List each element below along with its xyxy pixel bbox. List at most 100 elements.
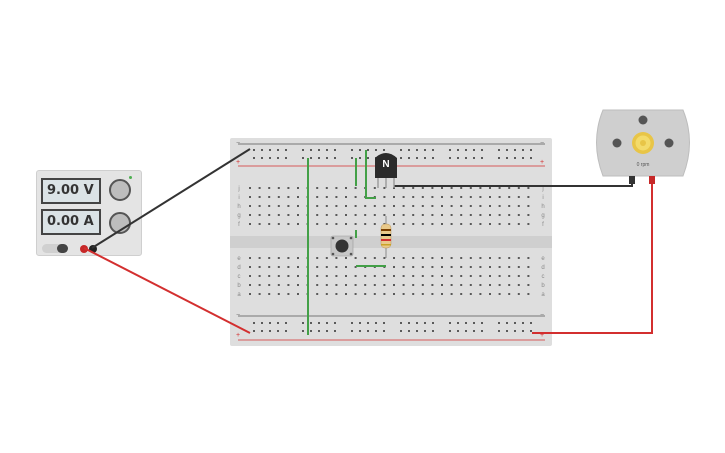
breadboard-hole: [489, 266, 491, 268]
breadboard-hole: [393, 257, 395, 259]
breadboard-hole: [441, 223, 443, 225]
breadboard-hole: [517, 205, 520, 207]
breadboard-hole: [316, 266, 319, 268]
breadboard-hole: [258, 293, 261, 295]
push-button: [330, 235, 354, 257]
row-letter: e: [237, 256, 241, 262]
breadboard-hole: [310, 149, 312, 151]
rail-plus-sign-top-right: +: [540, 159, 545, 166]
breadboard-hole: [326, 157, 328, 159]
breadboard-hole: [351, 149, 353, 151]
breadboard-hole: [318, 330, 320, 332]
breadboard-hole: [498, 293, 501, 295]
breadboard-hole: [431, 293, 434, 295]
breadboard-hole: [527, 293, 530, 295]
motor-gear-icon: [632, 132, 654, 154]
breadboard-hole: [469, 223, 472, 225]
breadboard-hole: [373, 187, 376, 189]
breadboard-hole: [473, 330, 475, 332]
breadboard-hole: [522, 157, 524, 159]
breadboard-hole: [285, 157, 287, 159]
breadboard-hole: [258, 266, 261, 268]
breadboard-hole: [460, 214, 463, 216]
breadboard-hole: [421, 223, 424, 225]
breadboard-hole: [402, 266, 405, 268]
breadboard-hole: [354, 266, 357, 268]
breadboard-hole: [402, 196, 405, 198]
breadboard-hole: [416, 157, 418, 159]
breadboard-hole: [424, 330, 426, 332]
row-letter: c: [542, 274, 545, 280]
breadboard-hole: [253, 149, 255, 151]
breadboard-hole: [469, 205, 472, 207]
breadboard-hole: [354, 293, 357, 295]
negative-terminal[interactable]: [89, 245, 97, 253]
breadboard-hole: [310, 330, 312, 332]
breadboard-hole: [345, 205, 347, 207]
breadboard-hole: [527, 284, 530, 286]
breadboard-hole: [367, 330, 369, 332]
row-letter: h: [541, 204, 544, 210]
breadboard-hole: [383, 275, 386, 277]
breadboard-hole: [287, 293, 290, 295]
breadboard-hole: [508, 293, 511, 295]
breadboard-hole: [287, 284, 290, 286]
breadboard-hole: [258, 214, 261, 216]
breadboard-hole: [408, 330, 410, 332]
power-switch[interactable]: [42, 244, 68, 253]
breadboard-hole: [268, 223, 271, 225]
breadboard-hole: [450, 205, 453, 207]
green-wire-transistor-base: [365, 150, 376, 199]
breadboard-hole: [402, 284, 405, 286]
breadboard-hole: [508, 257, 511, 259]
breadboard-hole: [479, 187, 482, 189]
breadboard-hole: [269, 322, 271, 324]
breadboard-hole: [498, 223, 501, 225]
breadboard-hole: [249, 196, 251, 198]
breadboard-hole: [334, 157, 336, 159]
voltage-display: 9.00 V: [41, 178, 101, 204]
breadboard-hole: [383, 214, 386, 216]
breadboard-hole: [498, 330, 500, 332]
breadboard-hole: [450, 196, 453, 198]
breadboard-hole: [481, 322, 483, 324]
breadboard-hole: [316, 196, 319, 198]
breadboard-hole: [335, 275, 338, 277]
breadboard-hole: [375, 330, 377, 332]
breadboard-hole: [277, 149, 279, 151]
breadboard-hole: [431, 214, 434, 216]
breadboard-hole: [277, 223, 280, 225]
breadboard-hole: [527, 214, 530, 216]
breadboard-hole: [316, 257, 319, 259]
breadboard-hole: [479, 266, 482, 268]
breadboard-hole: [258, 187, 261, 189]
breadboard-hole: [450, 187, 453, 189]
motor-speed-label: 0 rpm: [636, 162, 650, 168]
breadboard-hole: [489, 214, 491, 216]
power-supply[interactable]: 9.00 V 0.00 A: [36, 170, 142, 256]
breadboard-hole: [527, 257, 530, 259]
voltage-knob[interactable]: [109, 179, 131, 201]
motor-panel[interactable]: 0 rpm: [597, 108, 689, 176]
breadboard-hole: [335, 214, 338, 216]
breadboard-hole: [318, 157, 320, 159]
breadboard-hole: [457, 330, 459, 332]
breadboard-hole: [421, 205, 424, 207]
breadboard-hole: [258, 223, 261, 225]
breadboard-hole: [249, 257, 251, 259]
breadboard-hole: [400, 322, 402, 324]
breadboard-hole: [450, 293, 453, 295]
breadboard-hole: [449, 149, 451, 151]
breadboard-hole: [412, 214, 415, 216]
rail-minus-sign-bottom-right: −: [540, 312, 545, 319]
breadboard-hole: [373, 284, 376, 286]
breadboard-hole: [345, 223, 347, 225]
current-knob[interactable]: [109, 212, 131, 234]
breadboard-hole: [316, 214, 319, 216]
breadboard-hole: [354, 223, 357, 225]
breadboard-hole: [479, 293, 482, 295]
breadboard-hole: [287, 257, 290, 259]
breadboard-hole: [393, 196, 395, 198]
breadboard-hole: [335, 266, 338, 268]
